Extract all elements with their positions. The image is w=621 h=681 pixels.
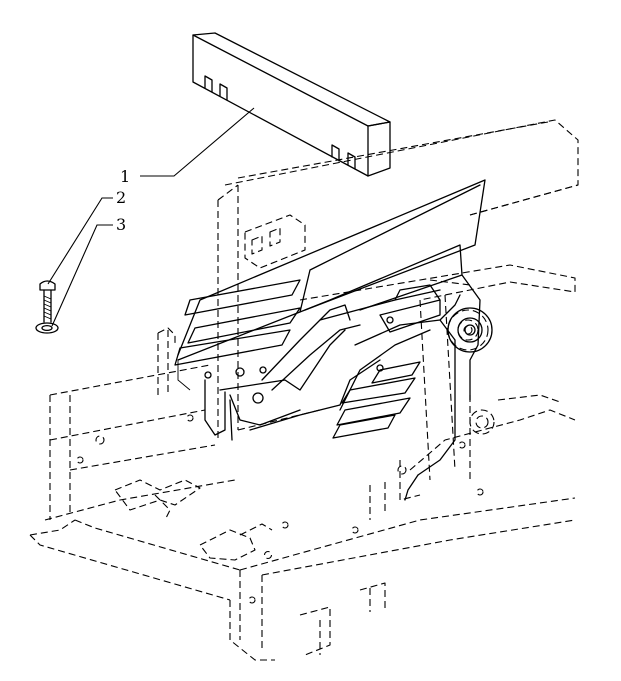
part-3-washer — [35, 322, 59, 334]
callout-number-3: 3 — [116, 215, 126, 234]
part-1-block — [192, 32, 391, 177]
chassis-frame — [29, 119, 579, 661]
guard-assembly — [174, 179, 493, 501]
part-2-bolt — [39, 280, 56, 323]
callout-number-1: 1 — [120, 167, 130, 186]
leader-line-2 — [47, 197, 113, 285]
leader-line-1 — [140, 107, 255, 177]
callout-number-2: 2 — [116, 188, 126, 207]
leader-lines — [47, 107, 255, 327]
leader-line-3 — [51, 224, 113, 327]
